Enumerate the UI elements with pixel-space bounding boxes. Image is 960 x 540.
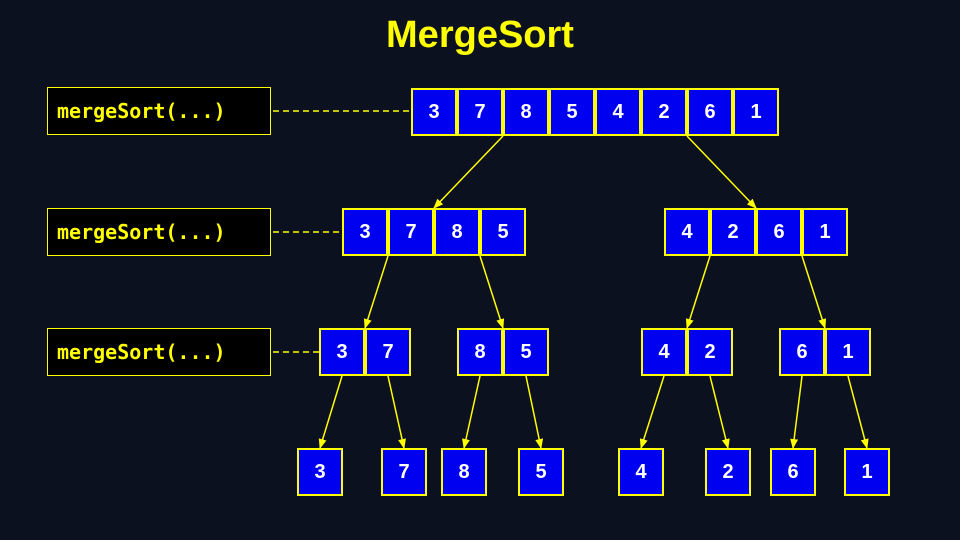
array-cell: 6 [779, 328, 825, 376]
call-label-level-2: mergeSort(...) [47, 328, 271, 376]
array-cell: 2 [705, 448, 751, 496]
array-cell: 3 [411, 88, 457, 136]
diagram-title: MergeSort [386, 14, 574, 56]
array-cell: 5 [503, 328, 549, 376]
array-cell: 2 [687, 328, 733, 376]
split-arrow [433, 135, 504, 209]
array-cell: 6 [756, 208, 802, 256]
array-cell: 8 [503, 88, 549, 136]
split-arrow [525, 375, 544, 449]
array-cell: 6 [687, 88, 733, 136]
call-label-level-1: mergeSort(...) [47, 208, 271, 256]
split-arrow [479, 255, 505, 329]
array-cell: 4 [641, 328, 687, 376]
call-label-level-0: mergeSort(...) [47, 87, 271, 135]
split-arrow [801, 255, 827, 329]
array-cell: 4 [595, 88, 641, 136]
array-cell: 5 [480, 208, 526, 256]
split-arrow [363, 255, 389, 329]
split-arrow [462, 375, 481, 449]
array-cell: 7 [381, 448, 427, 496]
array-cell: 7 [365, 328, 411, 376]
array-cell: 3 [319, 328, 365, 376]
array-cell: 4 [618, 448, 664, 496]
split-arrow [639, 375, 665, 449]
array-cell: 5 [549, 88, 595, 136]
array-cell: 8 [441, 448, 487, 496]
array-cell: 4 [664, 208, 710, 256]
split-arrow [686, 135, 757, 209]
split-arrow [685, 255, 711, 329]
array-cell: 5 [518, 448, 564, 496]
split-arrow [790, 375, 803, 449]
array-cell: 3 [342, 208, 388, 256]
array-cell: 1 [844, 448, 890, 496]
split-arrow [318, 375, 343, 449]
array-cell: 8 [434, 208, 480, 256]
array-cell: 2 [641, 88, 687, 136]
array-cell: 1 [825, 328, 871, 376]
array-cell: 7 [388, 208, 434, 256]
split-arrow [709, 375, 730, 449]
array-cell: 1 [802, 208, 848, 256]
array-cell: 7 [457, 88, 503, 136]
array-cell: 6 [770, 448, 816, 496]
array-cell: 3 [297, 448, 343, 496]
array-cell: 8 [457, 328, 503, 376]
array-cell: 2 [710, 208, 756, 256]
array-cell: 1 [733, 88, 779, 136]
split-arrow [847, 375, 869, 449]
split-arrow [387, 375, 406, 449]
